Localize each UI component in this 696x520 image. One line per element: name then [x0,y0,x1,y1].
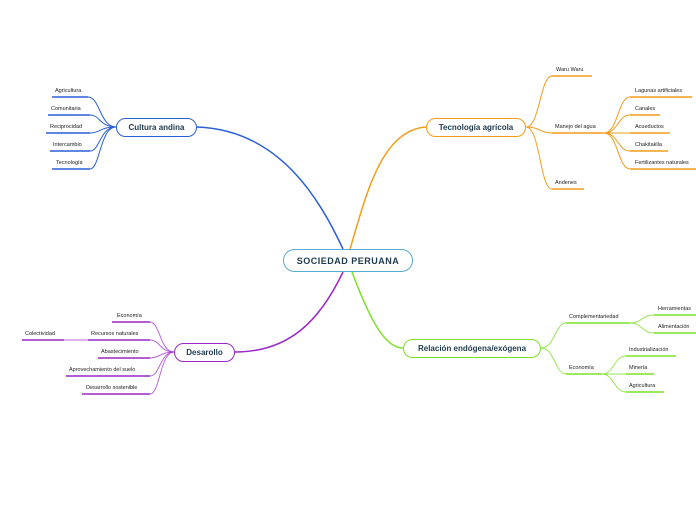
leaf-economia[interactable]: Economía [117,313,142,319]
branch-tecnologia-agricola[interactable]: Tecnología agrícola [426,118,526,137]
leaf-aprovechamiento-del-suelo[interactable]: Aprovechamiento del suelo [69,367,136,373]
leaf-economia-relacion[interactable]: Economía [569,365,594,371]
leaf-mineria[interactable]: Minería [629,365,648,371]
leaf-acueductos[interactable]: Acueductos [635,124,664,130]
leaf-andenes[interactable]: Andenes [555,180,577,186]
leaf-colectividad[interactable]: Colectividad [25,331,55,337]
leaf-abastecimiento[interactable]: Abastecimiento [101,349,139,355]
branch-desarollo[interactable]: Desarollo [174,343,235,362]
leaf-recursos-naturales[interactable]: Recursos naturales [91,331,139,337]
leaf-agricultura[interactable]: Agricultura [55,88,82,94]
root-node[interactable]: SOCIEDAD PERUANA [283,249,413,272]
leaf-intercambio[interactable]: Intercambio [53,142,82,148]
leaf-herramientas[interactable]: Herramientas [658,306,692,312]
leaf-comunitaria[interactable]: Comunitaria [51,106,81,112]
leaf-desarrollo-sostenible[interactable]: Desarrollo sostenible [86,385,138,391]
leaf-tecnologia[interactable]: Tecnología [56,160,83,166]
leaf-industrializacion[interactable]: Industrialización [629,347,669,353]
leaf-reciprocidad[interactable]: Reciprocidad [50,124,83,130]
leaf-complementariedad[interactable]: Complementariedad [569,314,619,320]
branch-relacion[interactable]: Relación endógena/exógena [403,339,541,358]
leaf-alimentacion[interactable]: Alimentación [658,324,690,330]
leaf-manejo-del-agua[interactable]: Manejo del agua [555,124,596,130]
leaf-chakitaklla[interactable]: Chakitaklla [635,142,662,148]
leaf-fertilizantes-naturales[interactable]: Fertilizantes naturales [635,160,689,166]
leaf-agricultura-relacion[interactable]: Agricultura [629,383,656,389]
leaf-canales[interactable]: Canales [635,106,656,112]
leaf-waru-waru[interactable]: Waru Waru [556,67,584,73]
leaf-lagunas-artificiales[interactable]: Lagunas artificiales [635,88,683,94]
branch-cultura-andina[interactable]: Cultura andina [116,118,197,137]
